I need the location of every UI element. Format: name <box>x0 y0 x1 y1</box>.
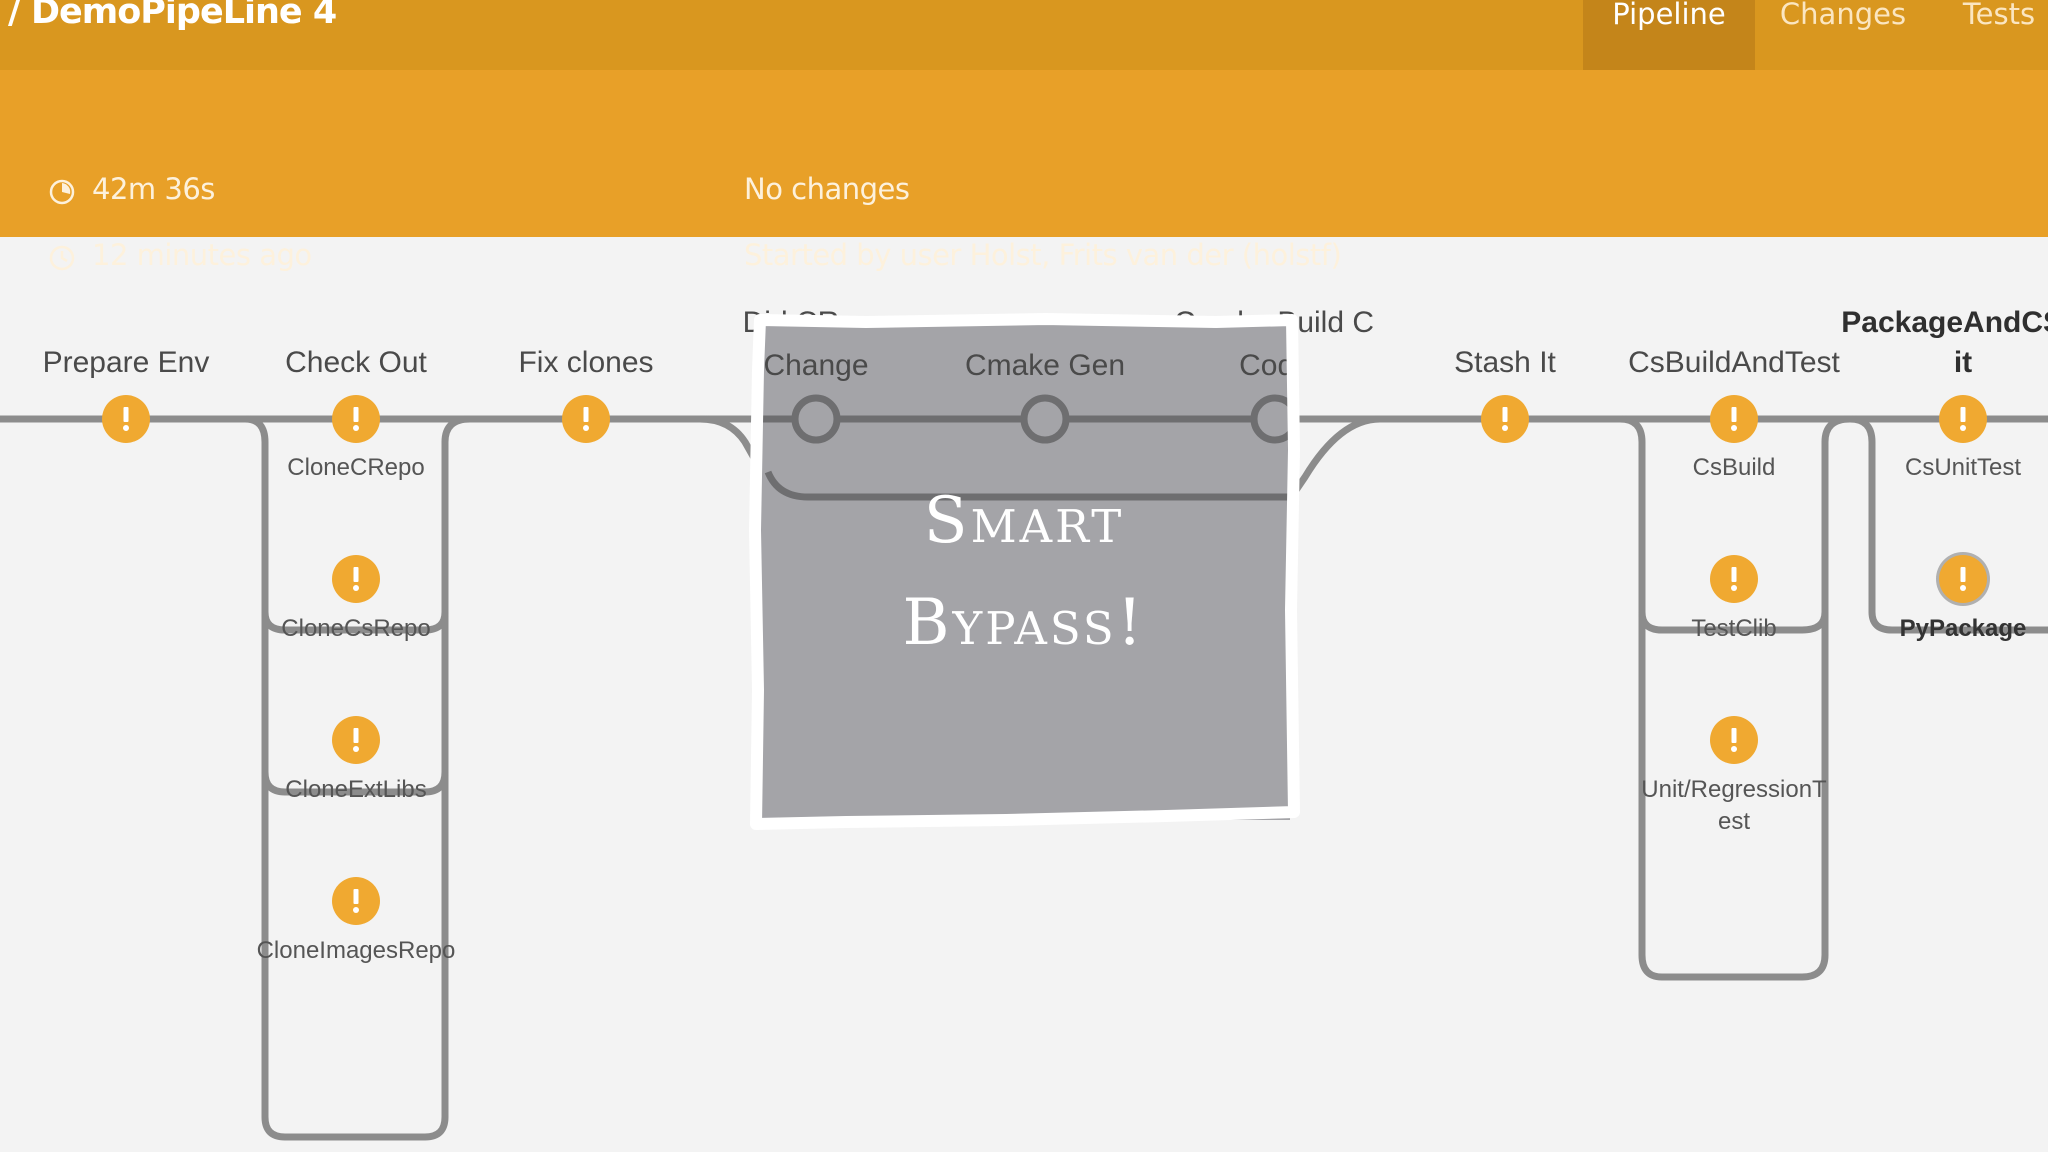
sub-label-clonecrepo: CloneCRepo <box>287 454 424 481</box>
tab-changes-label: Changes <box>1779 0 1907 31</box>
stage-label-package-line1: PackageAndCSU <box>1841 306 2048 339</box>
sub-label-testclib: TestClib <box>1691 615 1776 642</box>
bypass-line-2: Bypass! <box>902 586 1146 660</box>
run-started-ago: 12 minutes ago <box>92 238 312 272</box>
overlay-frame <box>749 313 1300 830</box>
sub-label-pypackage: PyPackage <box>1900 615 2027 642</box>
breadcrumb[interactable]: / DemoPipeLine 4 <box>8 0 337 32</box>
stage-node-testclib[interactable] <box>1710 555 1758 603</box>
skipped-stages: Change Cmake Gen Code <box>758 349 1290 501</box>
stage-label-fix-clones: Fix clones <box>518 346 653 379</box>
stage-node-cloneimagesrepo[interactable] <box>332 877 380 925</box>
sub-label-clonecsrepo: CloneCsRepo <box>281 615 430 642</box>
pipeline-graph: Prepare Env Check Out Fix clones Did CRe… <box>0 306 2048 1141</box>
tab-changes[interactable]: Changes <box>1760 0 1926 70</box>
stage-label-cmake-build-line2: Code <box>1239 349 1290 382</box>
stage-node-check-out[interactable] <box>332 395 380 443</box>
top-bar: / DemoPipeLine 4 Pipeline Changes Tests <box>0 0 2048 70</box>
stage-node-unit-regression[interactable] <box>1710 716 1758 764</box>
stage-label-stash-it: Stash It <box>1454 346 1556 379</box>
stage-node-did-crepo[interactable] <box>791 394 841 444</box>
stage-node-cloneextlibs[interactable] <box>332 716 380 764</box>
bypass-line-1: Smart <box>923 484 1125 558</box>
changes-status: No changes <box>744 172 910 206</box>
tab-tests-label: Tests <box>1962 0 2036 31</box>
stage-node-stash-it[interactable] <box>1481 395 1529 443</box>
started-by: Started by user Holst, Frits van der (ho… <box>744 238 1342 272</box>
stage-label-csbuildandtest: CsBuildAndTest <box>1628 346 1840 379</box>
clock-icon <box>49 245 75 271</box>
duration-icon <box>49 179 75 205</box>
stage-label-check-out: Check Out <box>285 346 427 379</box>
bypass-caption: Smart Bypass! <box>758 470 1290 674</box>
run-summary: 42m 36s 12 minutes ago No changes Starte… <box>0 70 2048 272</box>
sub-label-cloneimagesrepo: CloneImagesRepo <box>257 937 456 964</box>
bypass-overlay: Change Cmake Gen Code <box>758 322 1290 820</box>
sub-label-csbuild: CsBuild <box>1693 454 1776 481</box>
tab-tests[interactable]: Tests <box>1950 0 2048 70</box>
stage-node-cmake-gen[interactable] <box>1020 394 1070 444</box>
sub-label-cloneextlibs: CloneExtLibs <box>285 776 426 803</box>
stage-node-pypackage[interactable] <box>1939 555 1987 603</box>
stage-node-fix-clones[interactable] <box>562 395 610 443</box>
run-duration: 42m 36s <box>92 172 215 206</box>
stage-label-prepare-env: Prepare Env <box>43 346 210 379</box>
sub-label-unit-regression-line2: est <box>1718 808 1750 835</box>
stage-node-cmake-build[interactable] <box>1250 394 1290 444</box>
sub-label-unit-regression-line1: Unit/RegressionT <box>1641 776 1827 803</box>
tab-pipeline-label: Pipeline <box>1612 0 1726 31</box>
tab-pipeline[interactable]: Pipeline <box>1583 0 1755 70</box>
stage-node-clonecsrepo[interactable] <box>332 555 380 603</box>
stage-node-csunittest[interactable] <box>1939 395 1987 443</box>
stage-node-csbuild[interactable] <box>1710 395 1758 443</box>
sub-label-csunittest: CsUnitTest <box>1905 454 2021 481</box>
stage-label-cmake-gen: Cmake Gen <box>965 349 1125 382</box>
stage-label-package-line2: it <box>1954 346 1972 379</box>
stage-node-prepare-env[interactable] <box>102 395 150 443</box>
stage-label-did-crepo-line2: Change <box>763 349 868 382</box>
